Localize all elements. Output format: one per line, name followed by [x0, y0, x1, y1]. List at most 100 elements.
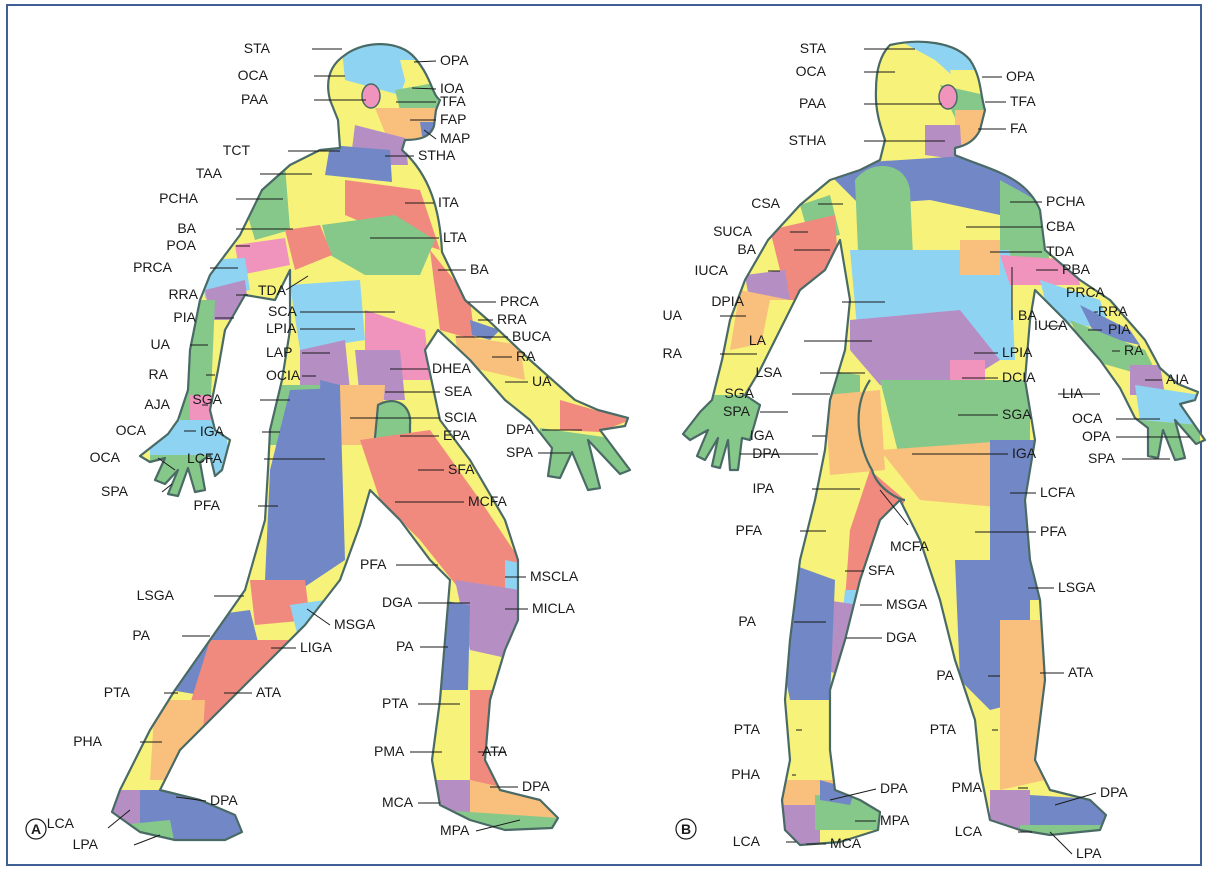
region-label: PCHA — [159, 190, 199, 206]
region-label: PIA — [173, 309, 196, 325]
region-label: DPA — [506, 421, 534, 437]
region-label: EPA — [443, 427, 471, 443]
region-label: SGA — [192, 391, 222, 407]
region-label: LPIA — [1002, 344, 1033, 360]
region-label: RA — [663, 345, 683, 361]
region-label: PAA — [799, 95, 827, 111]
region-label: BA — [737, 241, 756, 257]
region-label: LAP — [266, 344, 292, 360]
region-label: LCFA — [187, 450, 223, 466]
region-label: IUCA — [1034, 317, 1068, 333]
region-label: RA — [149, 366, 169, 382]
region-label: OPA — [1006, 68, 1035, 84]
region-label: ATA — [1068, 664, 1094, 680]
region-label: UA — [663, 307, 683, 323]
region-label: TFA — [1010, 93, 1036, 109]
region-label: OCIA — [266, 367, 301, 383]
badge-a-text: A — [31, 821, 41, 837]
region-label: RRA — [168, 286, 198, 302]
region-label: MICLA — [532, 600, 575, 616]
region-label: FAP — [440, 111, 466, 127]
region-label: UA — [532, 373, 552, 389]
region-label: CBA — [1046, 218, 1075, 234]
region-label: LSGA — [1058, 579, 1096, 595]
region-label: PHA — [73, 733, 102, 749]
region-label: SFA — [448, 461, 475, 477]
region-label: DPIA — [711, 293, 744, 309]
region-label: PCHA — [1046, 193, 1086, 209]
region-label: SPA — [723, 403, 751, 419]
region-label: RRA — [1098, 303, 1128, 319]
region-label: DGA — [382, 594, 413, 610]
region-label: DPA — [1100, 784, 1128, 800]
region-label: PA — [936, 667, 954, 683]
region-label: PTA — [104, 684, 131, 700]
region-label: TAA — [196, 165, 223, 181]
region-label: LPA — [73, 836, 99, 852]
region-label: OCA — [1072, 410, 1103, 426]
region-label: LPA — [1076, 845, 1102, 861]
region-label: LSGA — [137, 587, 175, 603]
region-label: TCT — [223, 142, 251, 158]
region-label: ATA — [482, 743, 508, 759]
region-label: DPA — [880, 780, 908, 796]
region-label: PA — [738, 613, 756, 629]
region-label: PBA — [1062, 261, 1091, 277]
region-label: PMA — [374, 743, 405, 759]
ear-b — [939, 85, 957, 109]
region-label: SPA — [506, 444, 534, 460]
region-label: IUCA — [695, 262, 729, 278]
panel-badge-b: B — [676, 819, 696, 839]
badge-b-text: B — [681, 821, 691, 837]
region-label: MCFA — [890, 538, 930, 554]
region-label: LIGA — [300, 639, 333, 655]
region-label: SCIA — [444, 409, 477, 425]
region-label: POA — [166, 237, 196, 253]
region-label: STHA — [418, 147, 456, 163]
region-label: MAP — [440, 130, 470, 146]
leader-line — [1050, 832, 1072, 854]
region-label: IGA — [750, 427, 775, 443]
region-label: MPA — [880, 812, 910, 828]
region-label: PTA — [382, 695, 409, 711]
region-label: PTA — [734, 721, 761, 737]
region-label: PFA — [194, 497, 221, 513]
region-label: MPA — [440, 822, 470, 838]
region-label: ITA — [438, 194, 459, 210]
region-label: MCA — [830, 835, 862, 851]
region-label: LSA — [756, 364, 783, 380]
region-label: SUCA — [713, 223, 753, 239]
region-label: LPIA — [266, 320, 297, 336]
region-label: MSCLA — [530, 568, 579, 584]
region-label: PFA — [360, 556, 387, 572]
region-label: PA — [396, 638, 414, 654]
region-label: STHA — [789, 132, 827, 148]
region-label: MCFA — [468, 493, 508, 509]
region-label: PRCA — [133, 259, 173, 275]
region-label: RA — [1124, 342, 1144, 358]
region-label: PA — [132, 627, 150, 643]
region-label: LCA — [955, 823, 983, 839]
region-label: IPA — [752, 480, 774, 496]
region-label: IGA — [1012, 445, 1037, 461]
region-label: DPA — [210, 792, 238, 808]
region-label: FA — [1010, 120, 1028, 136]
region-label: PIA — [1108, 321, 1131, 337]
region-label: DCIA — [1002, 369, 1036, 385]
region-label: OCA — [116, 422, 147, 438]
region-label: SFA — [868, 562, 895, 578]
region-label: LA — [749, 332, 767, 348]
region-label: STA — [244, 40, 271, 56]
region-label: OCA — [90, 449, 121, 465]
region-label: PFA — [736, 522, 763, 538]
region-label: DGA — [886, 629, 917, 645]
region-label: PAA — [241, 91, 269, 107]
region-label: PRCA — [1066, 284, 1106, 300]
region-label: RRA — [497, 311, 527, 327]
region-label: OCA — [796, 63, 827, 79]
region-label: AIA — [1166, 371, 1189, 387]
region-label: ATA — [256, 684, 282, 700]
region-label: PFA — [1040, 523, 1067, 539]
ear-a — [362, 84, 380, 108]
